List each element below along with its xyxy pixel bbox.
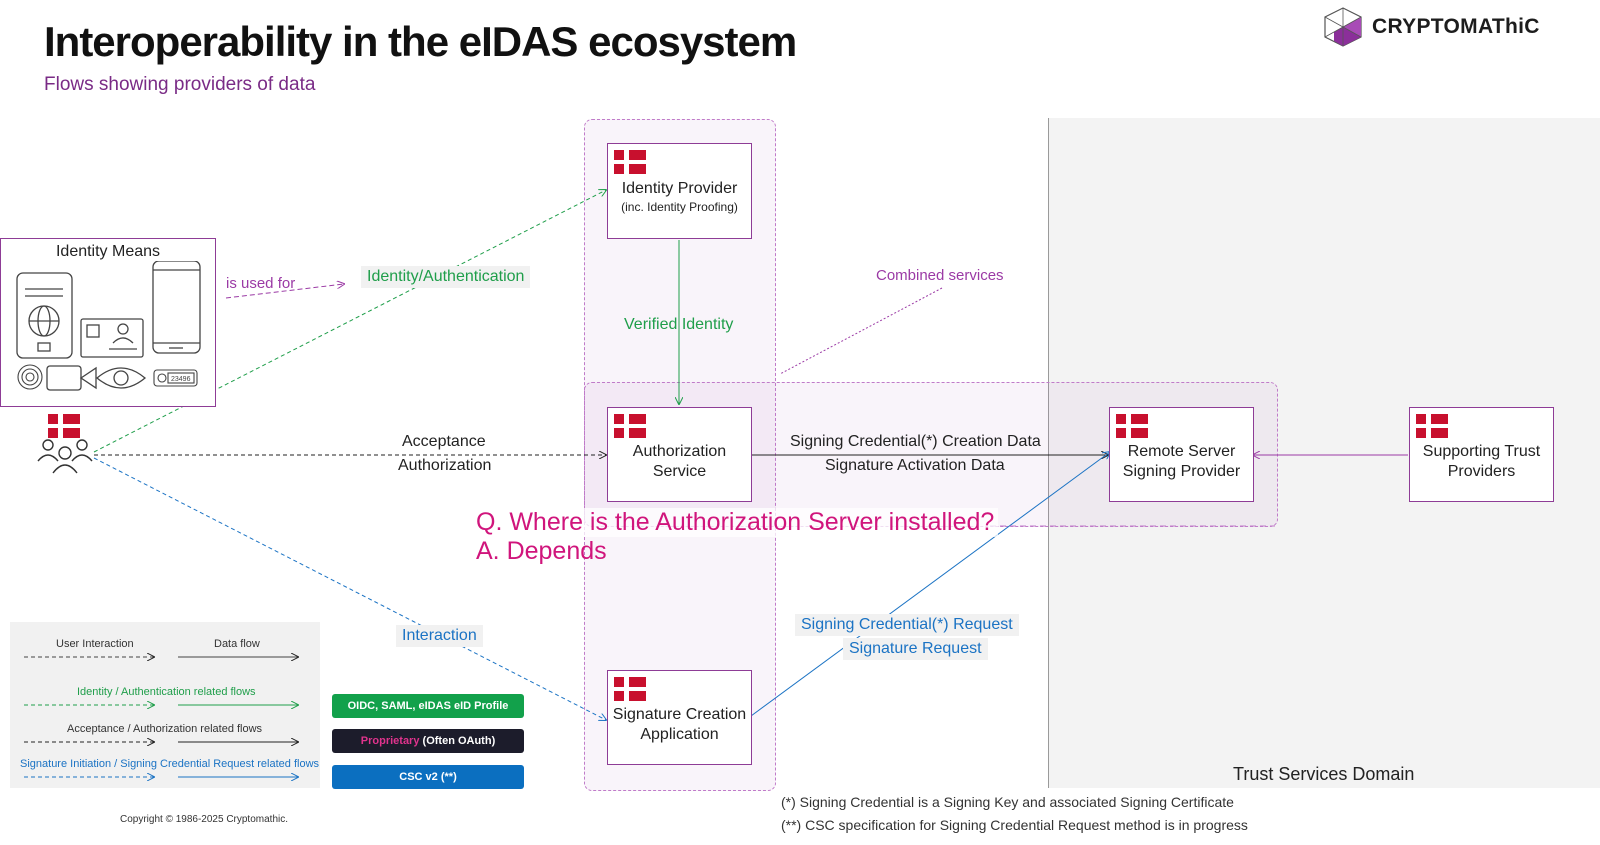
footnote-1: (*) Signing Credential is a Signing Key … xyxy=(781,794,1234,810)
verified-identity-label: Verified Identity xyxy=(624,316,734,333)
signature-request-label: Signature Request xyxy=(843,638,988,660)
legend-user-interaction: User Interaction xyxy=(56,638,134,650)
combined-services-label: Combined services xyxy=(876,267,1004,284)
token-code: 23496 xyxy=(171,376,191,383)
proprietary-tag: Proprietary (Often OAuth) xyxy=(332,729,524,753)
is-used-for-flow xyxy=(225,284,344,299)
acceptance-label: Acceptance xyxy=(402,433,486,450)
cube-logo-icon xyxy=(1324,7,1362,47)
page-title: Interoperability in the eIDAS ecosystem xyxy=(44,18,797,65)
eye-icon xyxy=(95,367,147,389)
legend-lines xyxy=(24,622,320,788)
remote-server-signing-provider-box: Remote Server Signing Provider xyxy=(1109,407,1254,502)
is-used-for-label: is used for xyxy=(226,275,296,292)
identity-means-box: Identity Means xyxy=(0,238,216,407)
brand-logo: CRYPTOMAThiC xyxy=(1322,6,1540,48)
identity-authentication-label: Identity/Authentication xyxy=(361,266,531,288)
denmark-flag-icon xyxy=(1416,414,1448,438)
fingerprint-icon xyxy=(17,364,43,390)
users-group-icon xyxy=(37,439,93,474)
authorization-service-box: Authorization Service xyxy=(607,407,752,502)
signing-credential-creation-label: Signing Credential(*) Creation Data xyxy=(790,433,1041,450)
signature-request-flow xyxy=(750,452,1110,717)
authorization-service-label-2: Service xyxy=(652,463,707,480)
smartphone-icon xyxy=(152,261,201,354)
oidc-saml-tag: OIDC, SAML, eIDAS eID Profile xyxy=(332,694,524,718)
passport-icon xyxy=(16,272,73,359)
supporting-trust-label-1: Supporting Trust xyxy=(1422,443,1541,460)
denmark-flag-icon xyxy=(614,414,646,438)
signing-credential-request-label: Signing Credential(*) Request xyxy=(795,614,1019,636)
legend-identity-flows: Identity / Authentication related flows xyxy=(77,686,256,698)
signature-app-label-2: Application xyxy=(640,726,719,743)
page-subtitle: Flows showing providers of data xyxy=(44,74,316,95)
signature-activation-label: Signature Activation Data xyxy=(825,457,1005,474)
interaction-flow xyxy=(93,457,606,720)
denmark-flag-icon xyxy=(48,414,80,438)
authorization-label: Authorization xyxy=(398,457,492,474)
identity-means-label: Identity Means xyxy=(55,243,161,260)
supporting-trust-label-2: Providers xyxy=(1447,463,1516,480)
legend-data-flow: Data flow xyxy=(214,638,260,650)
denmark-flag-icon xyxy=(1116,414,1148,438)
authorization-service-label-1: Authorization xyxy=(632,443,727,460)
signature-app-label-1: Signature Creation xyxy=(612,706,747,723)
answer-text: A. Depends xyxy=(476,537,607,565)
footnote-2: (**) CSC specification for Signing Crede… xyxy=(781,817,1248,833)
token-icon xyxy=(153,369,198,387)
remote-server-label-2: Signing Provider xyxy=(1122,463,1241,480)
id-card-icon xyxy=(80,318,144,358)
remote-server-label-1: Remote Server xyxy=(1127,443,1236,460)
brand-name: CRYPTOMAThiC xyxy=(1372,15,1540,38)
oauth-note: (Often OAuth) xyxy=(419,735,496,747)
identity-auth-flow xyxy=(93,190,606,453)
trust-services-domain-label: Trust Services Domain xyxy=(1233,764,1415,784)
copyright: Copyright © 1986-2025 Cryptomathic. xyxy=(120,814,289,825)
camera-icon xyxy=(46,365,97,391)
signature-creation-app-box: Signature Creation Application xyxy=(607,670,752,765)
supporting-trust-providers-box: Supporting Trust Providers xyxy=(1409,407,1554,502)
combined-services-pointer xyxy=(779,287,943,375)
legend-signature-flows: Signature Initiation / Signing Credentia… xyxy=(20,758,320,770)
identity-provider-note: (inc. Identity Proofing) xyxy=(621,200,738,214)
domain-divider xyxy=(1048,118,1049,788)
identity-provider-label: Identity Provider xyxy=(621,180,738,197)
legend-acceptance-flows: Acceptance / Authorization related flows xyxy=(67,723,263,735)
proprietary-word: Proprietary xyxy=(360,735,420,747)
interaction-label: Interaction xyxy=(396,625,483,647)
identity-means-illustration xyxy=(16,261,201,391)
legend: User Interaction Data flow Identity / Au… xyxy=(10,622,320,788)
csc-v2-tag: CSC v2 (**) xyxy=(332,765,524,789)
denmark-flag-icon xyxy=(614,677,646,701)
denmark-flag-icon xyxy=(614,150,646,174)
question-text: Q. Where is the Authorization Server ins… xyxy=(472,508,999,537)
identity-provider-box: Identity Provider (inc. Identity Proofin… xyxy=(607,143,752,239)
